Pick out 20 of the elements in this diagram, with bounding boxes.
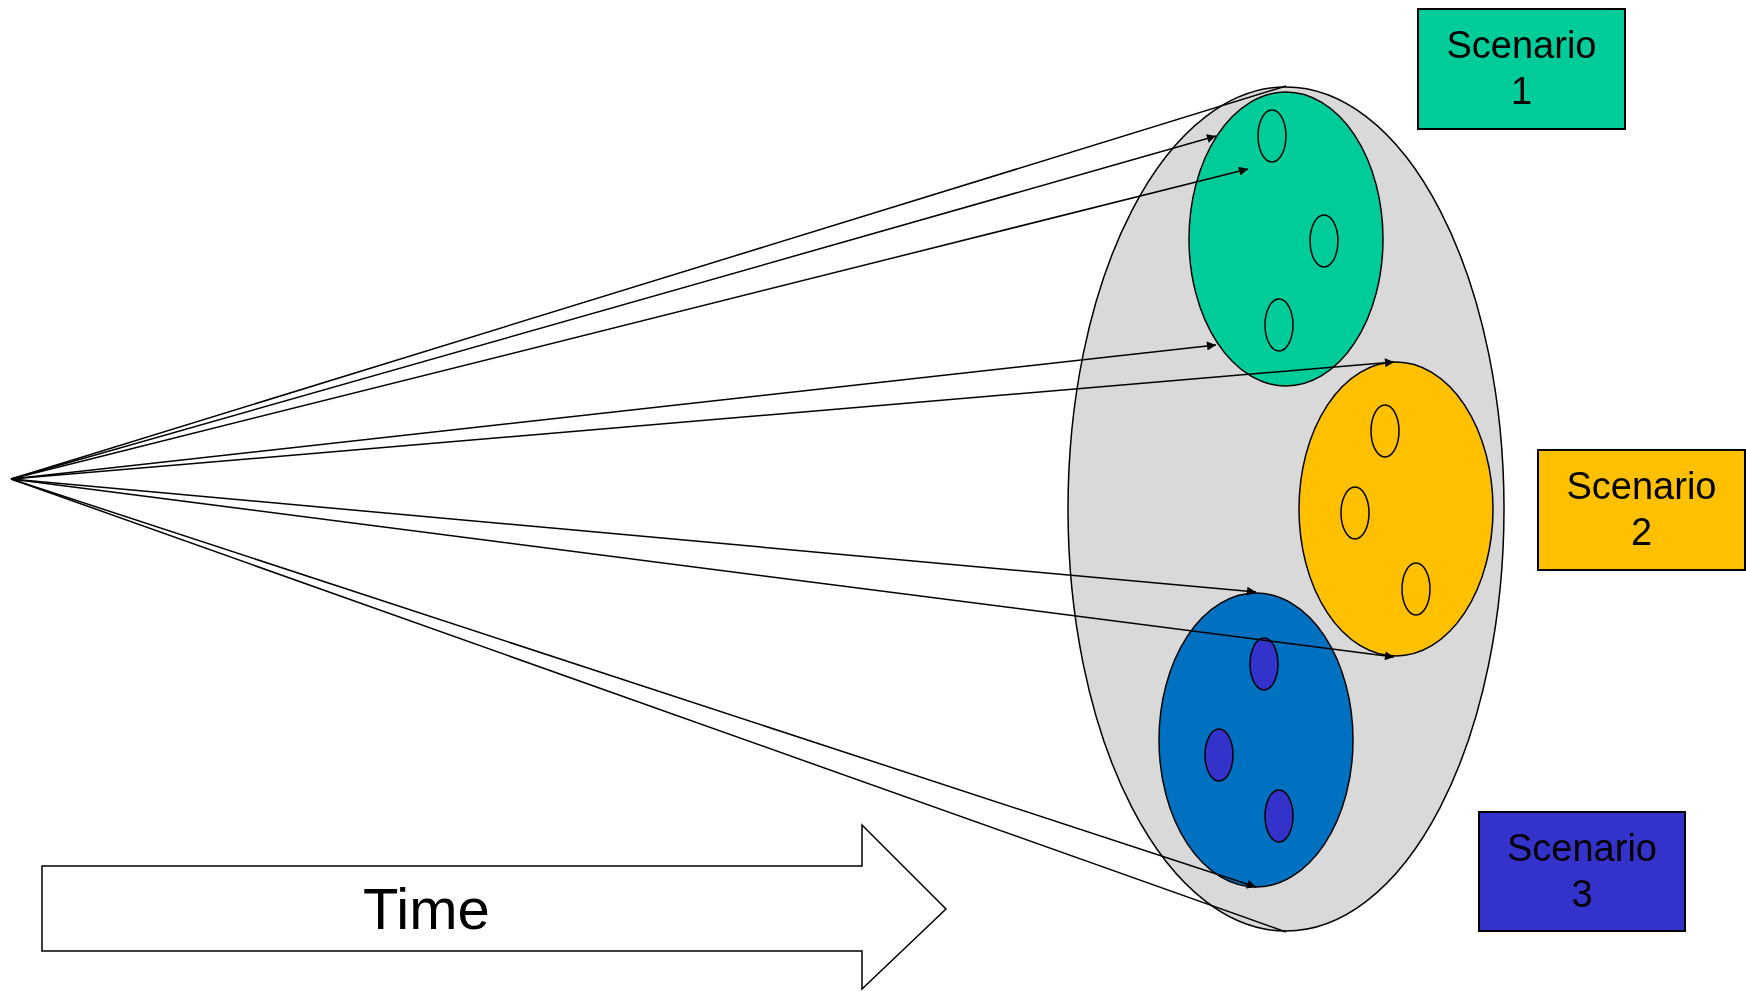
small-ellipse	[1264, 789, 1294, 843]
block-arrow	[41, 824, 947, 990]
scenario-box: Scenario 3	[1478, 811, 1686, 932]
scenario-ellipse	[1158, 592, 1354, 888]
small-ellipse	[1370, 404, 1400, 458]
small-ellipse	[1264, 298, 1294, 352]
small-ellipse	[1257, 109, 1287, 163]
arrow	[10, 478, 1257, 596]
arrow	[10, 478, 1395, 661]
small-ellipse	[1340, 486, 1370, 540]
small-ellipse	[1249, 637, 1279, 691]
scenario-ellipse	[1298, 361, 1494, 657]
small-ellipse	[1204, 728, 1234, 782]
scenario-ellipse	[1188, 91, 1384, 387]
arrow-label: Time	[363, 875, 490, 943]
small-ellipse	[1309, 214, 1339, 268]
scenario-box: Scenario 2	[1537, 449, 1746, 571]
cone-ellipse	[1067, 86, 1505, 932]
small-ellipse	[1401, 562, 1431, 616]
scenario-box: Scenario 1	[1417, 8, 1626, 130]
